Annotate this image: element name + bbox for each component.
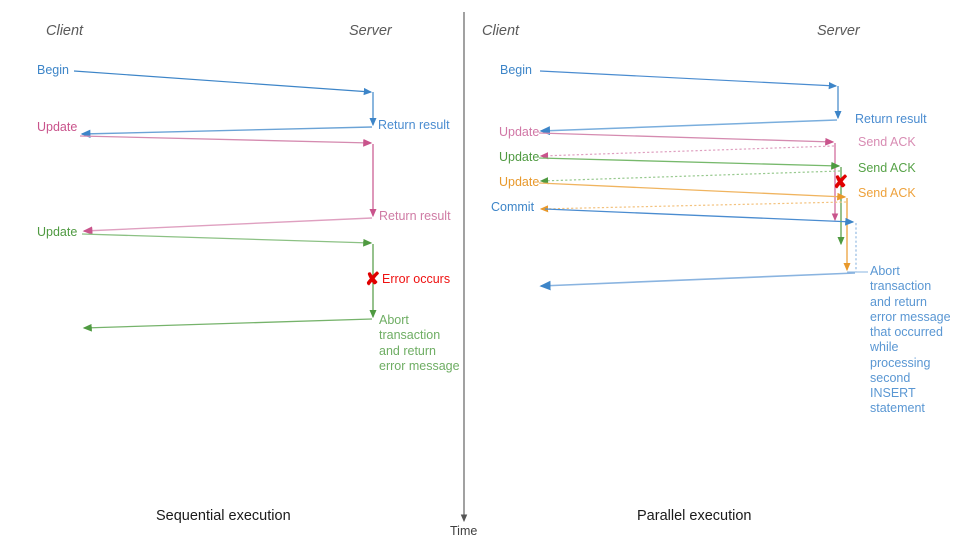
parallel-server-header: Server	[817, 23, 860, 39]
parallel-label-send-ack-3: Send ACK	[858, 186, 916, 200]
sequential-label-return-result-1: Return result	[378, 118, 450, 132]
arrow-begin-p	[539, 70, 838, 90]
parallel-label-commit: Commit	[491, 200, 535, 214]
time-axis-label: Time	[450, 524, 478, 538]
sequential-label-return-result-2: Return result	[379, 209, 451, 223]
arrow-begin	[73, 70, 373, 96]
arrow-update-1-p	[538, 132, 835, 146]
arrow-return-result-p	[539, 119, 838, 136]
sequential-panel-arrows	[73, 70, 377, 332]
parallel-label-return-result: Return result	[855, 112, 927, 126]
parallel-panel-caption: Parallel execution	[637, 508, 752, 524]
arrow-return-result-1	[80, 126, 373, 138]
parallel-label-update-1: Update	[499, 125, 540, 139]
parallel-panel-arrows	[538, 70, 868, 291]
arrow-return-result-2	[82, 217, 373, 235]
sequential-panel-caption: Sequential execution	[156, 508, 291, 524]
arrow-abort-parallel	[539, 272, 856, 291]
sequential-label-abort: Abort transaction and return error messa…	[379, 313, 460, 373]
arrow-update-2	[81, 233, 373, 247]
parallel-label-begin: Begin	[500, 63, 532, 77]
arrow-abort-sequential	[82, 318, 373, 332]
parallel-label-send-ack-2: Send ACK	[858, 161, 916, 175]
arrow-update-2-p	[538, 157, 841, 170]
sequential-client-header: Client	[46, 23, 84, 39]
arrow-send-ack-2	[539, 170, 841, 185]
parallel-label-send-ack-1: Send ACK	[858, 135, 916, 149]
sequential-label-error: Error occurs	[382, 272, 451, 286]
arrow-send-ack-3	[539, 201, 847, 213]
sequential-label-begin: Begin	[37, 63, 69, 77]
parallel-label-abort: Abort transaction and return error messa…	[870, 264, 951, 416]
arrow-update-3-p	[538, 182, 847, 201]
parallel-label-update-3: Update	[499, 175, 540, 189]
parallel-client-header: Client	[482, 23, 520, 39]
sequential-label-update-1: Update	[37, 120, 78, 134]
error-x-icon-sequential: ✘	[365, 269, 381, 289]
error-x-icon-parallel: ✘	[833, 172, 849, 192]
parallel-label-update-2: Update	[499, 150, 540, 164]
arrow-send-ack-1	[539, 145, 835, 160]
arrow-commit-p	[544, 208, 855, 226]
sequential-server-header: Server	[349, 23, 392, 39]
arrow-update-1	[79, 135, 373, 147]
sequential-label-update-2: Update	[37, 225, 78, 239]
